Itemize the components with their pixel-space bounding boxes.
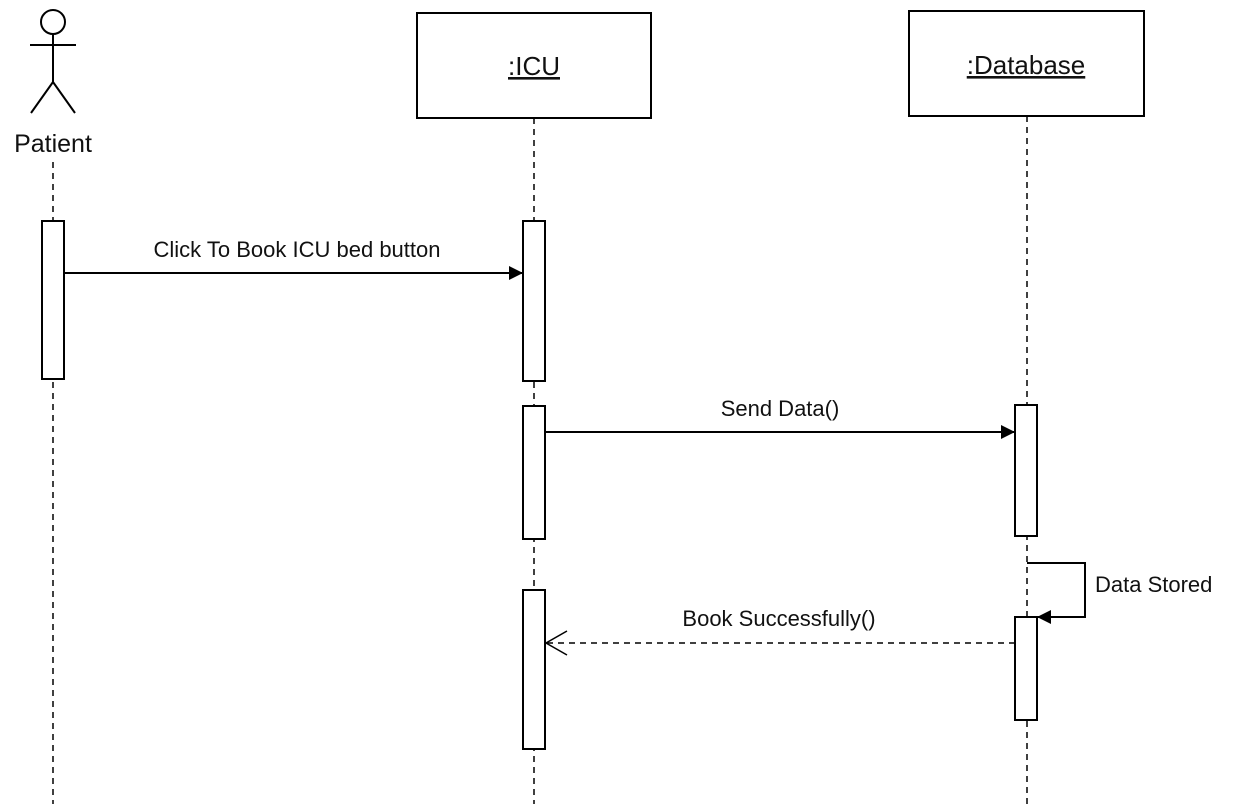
message-data-stored: Data Stored bbox=[1027, 562, 1212, 624]
activation-bar-icu-1 bbox=[522, 220, 546, 382]
actor-label: Patient bbox=[14, 130, 92, 158]
message-label: Data Stored bbox=[1095, 572, 1212, 597]
activation-bar-patient bbox=[41, 220, 65, 380]
message-send-data: Send Data() bbox=[545, 396, 1015, 439]
activation-bar-database-1 bbox=[1014, 404, 1038, 537]
stick-figure-icon bbox=[30, 9, 76, 114]
activation-bar-icu-2 bbox=[522, 405, 546, 540]
activation-bar-database-2 bbox=[1014, 616, 1038, 721]
activation-bar-icu-3 bbox=[522, 589, 546, 750]
message-book-successfully: Book Successfully() bbox=[544, 606, 1015, 656]
object-database: :Database bbox=[908, 10, 1145, 117]
object-label-database: :Database bbox=[967, 50, 1086, 80]
message-label: Click To Book ICU bed button bbox=[154, 237, 441, 262]
message-click-to-book: Click To Book ICU bed button bbox=[64, 237, 523, 280]
message-label: Send Data() bbox=[721, 396, 840, 421]
object-label-icu: :ICU bbox=[508, 51, 560, 81]
actor-patient: Patient bbox=[14, 9, 92, 158]
object-icu: :ICU bbox=[416, 12, 652, 119]
open-arrowhead-icon bbox=[544, 630, 568, 656]
message-label: Book Successfully() bbox=[682, 606, 875, 631]
